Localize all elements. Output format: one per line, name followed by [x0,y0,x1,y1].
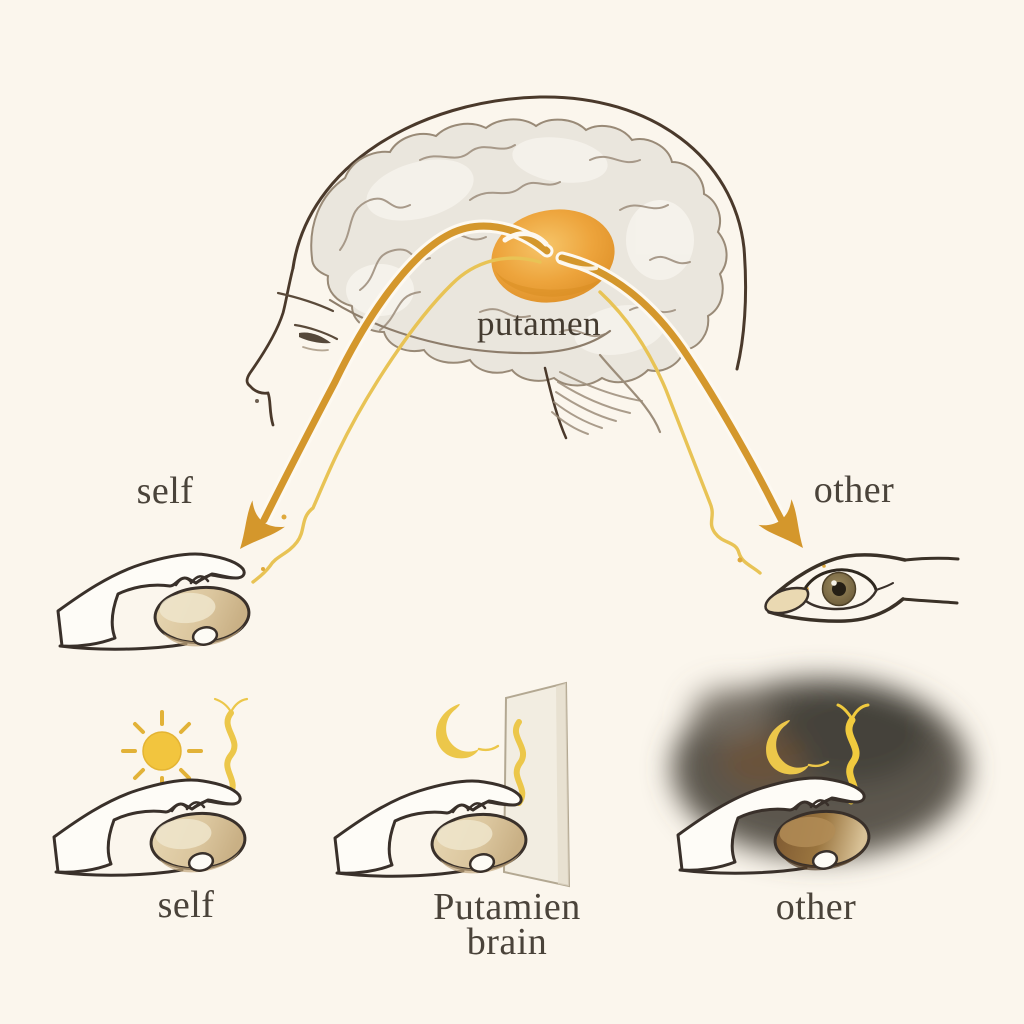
profile-eye [276,291,339,352]
hand-with-stone [333,779,530,878]
self-label-top: self [136,470,194,512]
panel-self [52,697,249,877]
panel-mirror-label: Putamien brain [433,886,581,963]
arrow-to-other [555,251,820,561]
brain-highlights [346,137,694,355]
other-label-top: other [813,469,895,511]
crescent-moon-icon [434,702,500,760]
eye-corner [764,586,810,615]
signal-squiggle-to-self [251,256,542,584]
pupil [832,582,846,596]
sun-icon [121,710,203,792]
signal-squiggle-to-other [598,290,762,575]
head-profile [245,95,748,427]
brainstem [543,353,662,440]
squiggle-icon [213,697,249,799]
other-eye-illustration [764,553,960,623]
putamen-arrow-roots [502,231,598,271]
hand-with-stone [52,778,249,877]
self-hand-with-stone [56,552,253,651]
nostril-dot [255,399,259,403]
spark-dots [261,514,826,592]
panel-other [672,678,968,875]
panel-other-label: other [775,886,857,928]
brain-gyri [339,144,691,337]
panel-mirror [333,681,571,888]
putamen-label: putamen [476,304,602,343]
squiggle-icon [513,719,526,806]
arrow-to-self [223,219,554,563]
panel-self-label: self [157,884,215,926]
